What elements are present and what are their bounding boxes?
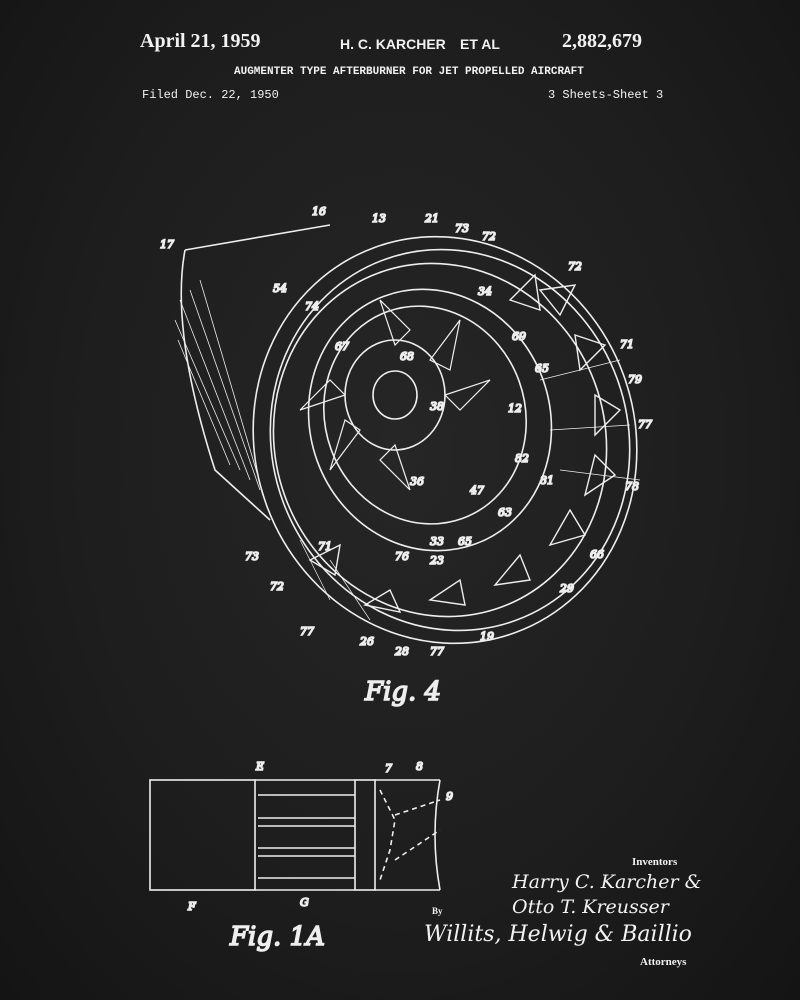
by-label: By bbox=[432, 906, 443, 916]
filed-date: Filed Dec. 22, 1950 bbox=[142, 88, 279, 102]
ref-label: 78 bbox=[625, 480, 639, 493]
ref-label: 67 bbox=[335, 340, 349, 353]
ref-label: F bbox=[187, 900, 196, 913]
ref-label: 28 bbox=[394, 645, 409, 658]
ref-label: 73 bbox=[245, 550, 259, 563]
ref-label: 73 bbox=[455, 222, 469, 235]
et-al: ET AL bbox=[460, 36, 500, 52]
ref-label: 66 bbox=[590, 548, 604, 561]
fig4-caption: Fig. 4 bbox=[364, 677, 441, 707]
ref-label: 21 bbox=[424, 212, 439, 225]
ref-label: 77 bbox=[430, 645, 444, 658]
ref-label: 72 bbox=[482, 230, 496, 243]
ref-label: 7 bbox=[385, 762, 392, 775]
attorneys-signature: Willits, Helwig & Baillio bbox=[424, 922, 692, 947]
ref-label: 72 bbox=[270, 580, 284, 593]
inventor-short: H. C. KARCHER bbox=[340, 36, 446, 52]
ref-label: 29 bbox=[559, 582, 574, 595]
ref-label: 76 bbox=[395, 550, 409, 563]
fig1a-drawing: E 7 8 9 F G Fig. 1A bbox=[149, 759, 454, 953]
ref-label: 72 bbox=[568, 260, 582, 273]
ref-label: 26 bbox=[359, 635, 374, 648]
patent-title: AUGMENTER TYPE AFTERBURNER FOR JET PROPE… bbox=[234, 66, 584, 78]
ref-label: 19 bbox=[480, 630, 494, 643]
ref-label: 38 bbox=[430, 400, 444, 413]
ref-label: 65 bbox=[458, 535, 472, 548]
ref-label: 74 bbox=[305, 300, 319, 313]
ref-label: 54 bbox=[273, 282, 287, 295]
patent-date: April 21, 1959 bbox=[140, 30, 261, 52]
inventor-signature-1: Harry C. Karcher & bbox=[512, 871, 702, 893]
ref-label: 9 bbox=[446, 790, 453, 803]
ref-label: 36 bbox=[410, 475, 424, 488]
ref-label: 79 bbox=[628, 373, 642, 386]
ref-label: G bbox=[300, 896, 309, 909]
ref-label: 68 bbox=[400, 350, 414, 363]
ref-label: 34 bbox=[478, 285, 492, 298]
ref-label: 77 bbox=[300, 625, 314, 638]
ref-label: 77 bbox=[638, 418, 652, 431]
ref-label: 81 bbox=[540, 474, 554, 487]
ref-label: 71 bbox=[318, 540, 332, 553]
ref-label: 71 bbox=[620, 338, 634, 351]
ref-label: 8 bbox=[416, 760, 423, 773]
ref-label: 82 bbox=[515, 452, 529, 465]
ref-label: 33 bbox=[430, 535, 444, 548]
inventors-label: Inventors bbox=[632, 856, 678, 868]
ref-label: 16 bbox=[312, 205, 326, 218]
ref-label: 63 bbox=[498, 506, 512, 519]
inventor-signature-2: Otto T. Kreusser bbox=[512, 896, 669, 918]
patent-number: 2,882,679 bbox=[562, 30, 642, 52]
ref-label: 17 bbox=[160, 238, 174, 251]
fig1a-caption: Fig. 1A bbox=[229, 922, 325, 952]
ref-label: 12 bbox=[508, 402, 522, 415]
ref-label: 69 bbox=[512, 330, 526, 343]
ref-label: 13 bbox=[372, 212, 386, 225]
attorneys-label: Attorneys bbox=[640, 956, 687, 968]
sheet-count: 3 Sheets-Sheet 3 bbox=[548, 88, 664, 102]
fig4-afterburner-drawing: 17 16 13 21 73 72 54 74 72 67 68 71 34 6… bbox=[159, 204, 653, 708]
ref-label: E bbox=[255, 760, 264, 773]
ref-label: 65 bbox=[535, 362, 549, 375]
ref-label: 23 bbox=[429, 554, 444, 567]
ref-label: 47 bbox=[469, 484, 484, 497]
